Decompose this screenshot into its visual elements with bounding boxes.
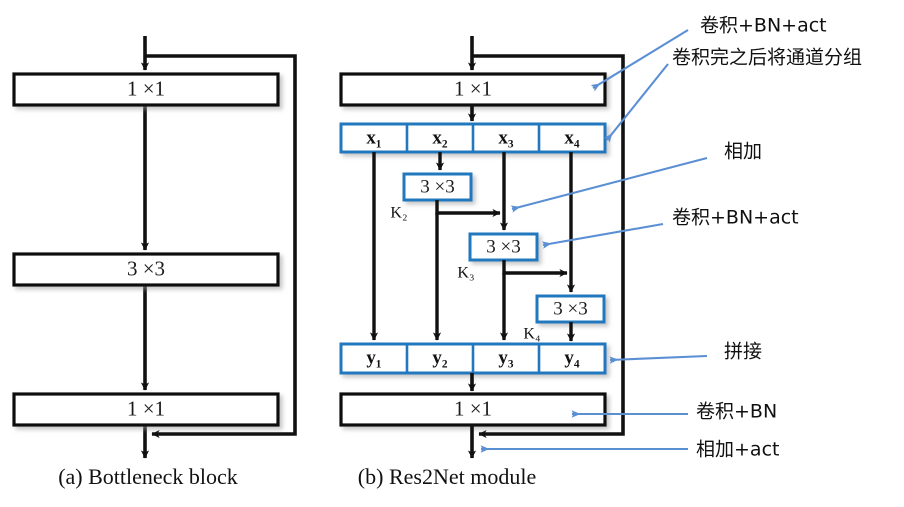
block-label: 3 ×3 [553, 298, 587, 319]
anno-add-leader [510, 156, 708, 213]
annotation-group: 卷积+BN+act 卷积完之后将通道分组 相加 卷积+BN+act 拼接 卷积+… [480, 15, 862, 461]
anno-conv-bn-act-mid-label: 卷积+BN+act [672, 207, 799, 229]
anno-conv-bn-act-mid-leader [541, 222, 664, 249]
k3-output-to-lane4 [502, 260, 568, 278]
block-rect [12, 392, 280, 427]
res2net-conv3x3-k4: 3 ×3 [535, 294, 606, 324]
block-label: 1 ×1 [454, 76, 492, 100]
res2net-skip-path [472, 54, 625, 439]
res2net-concat-row [339, 342, 607, 375]
block-label: 1 ×1 [454, 396, 492, 420]
res2net-conv3x3-k2: 3 ×3 [402, 172, 473, 202]
bottleneck-conv3x3-mid: 3 ×3 [12, 252, 280, 287]
skip-path [145, 54, 297, 439]
bottleneck-conv1x1-bottom: 1 ×1 [12, 392, 280, 427]
concat-cell-y1: y₁ [366, 347, 381, 368]
k2-label: K₂ [390, 205, 407, 222]
bottleneck-block-group: 1 ×1 3 ×3 1 ×1 [12, 36, 297, 459]
caption-bottleneck: (a) Bottleneck block [58, 464, 238, 489]
split-cell-x3: x₃ [498, 127, 514, 148]
block-label: 3 ×3 [486, 236, 520, 257]
k2-output-to-lane3 [435, 200, 501, 218]
res2net-split-row [339, 122, 607, 154]
block-label: 1 ×1 [127, 76, 165, 100]
block-rect [12, 252, 280, 287]
anno-concat-label: 拼接 [724, 341, 762, 363]
anno-add-act-label: 相加+act [696, 439, 779, 461]
k4-label: K₄ [523, 326, 541, 343]
block-label: 3 ×3 [127, 256, 165, 280]
caption-res2net: (b) Res2Net module [358, 464, 536, 489]
anno-conv-bn-act-top-label: 卷积+BN+act [700, 15, 827, 37]
concat-cell-y4: y₄ [564, 347, 580, 368]
block-rect [468, 232, 539, 262]
anno-concat-leader [609, 354, 708, 364]
split-cell-x4: x₄ [564, 127, 580, 148]
split-cell-x2: x₂ [432, 127, 448, 148]
concat-cell-y3: y₃ [498, 347, 514, 368]
anno-conv-bn-label: 卷积+BN [696, 401, 777, 423]
res2net-module-group: 1 ×1 x₁ x₂ x₃ x₄ 3 ×3 [339, 36, 625, 459]
k3-label: K₃ [457, 265, 474, 282]
anno-conv-bn-act-top-leader [590, 29, 689, 92]
anno-split-channels-label: 卷积完之后将通道分组 [672, 47, 862, 69]
concat-cell-y2: y₂ [432, 347, 448, 368]
anno-add-label: 相加 [724, 141, 762, 163]
block-label: 3 ×3 [420, 176, 454, 197]
res2net-conv3x3-k3: 3 ×3 [468, 232, 539, 262]
anno-split-channels-leader [603, 63, 669, 143]
block-rect [12, 72, 280, 107]
split-cell-x1: x₁ [366, 127, 381, 148]
block-label: 1 ×1 [127, 396, 165, 420]
res2net-conv1x1-top: 1 ×1 [339, 72, 607, 107]
bottleneck-conv1x1-top: 1 ×1 [12, 72, 280, 107]
bottleneck-skip-connection [145, 54, 297, 439]
res2net-conv1x1-bottom: 1 ×1 [339, 392, 607, 427]
